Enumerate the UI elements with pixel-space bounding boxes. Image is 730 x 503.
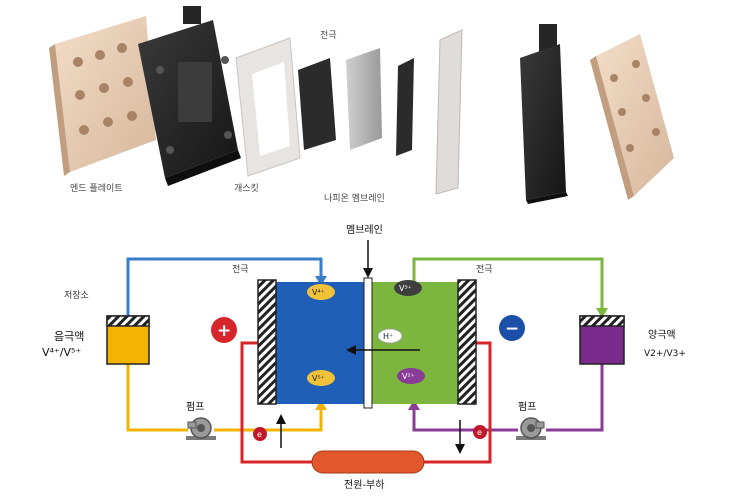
pipe-purple-2 (412, 404, 518, 432)
electron-right-icon (473, 425, 487, 439)
gasket (235, 37, 301, 177)
ion-v5-bubble (307, 370, 335, 386)
positive-sign-icon (211, 317, 237, 343)
positive-sign-label: + (217, 321, 231, 341)
pump-left-icon (186, 417, 216, 440)
label-anolyte-species: V⁴⁺/V⁵⁺ (42, 346, 81, 359)
arrow-green-down (596, 308, 608, 318)
label-power-load: 전원-부하 (344, 478, 384, 491)
membrane-line (363, 277, 373, 409)
arrow-purple-up (408, 400, 420, 410)
label-gasket: 개스킷 (234, 182, 259, 194)
label-electrode-right: 전극 (476, 264, 493, 275)
label-electrode-left: 전극 (232, 264, 249, 275)
label-end-plate: 엔드 플레이트 (70, 183, 123, 194)
negative-sign-label: − (505, 319, 519, 339)
reservoir-right (579, 315, 625, 365)
end-plate-left (49, 16, 156, 176)
felt-electrode-right (396, 58, 414, 156)
circuit-left (240, 341, 312, 464)
pipe-purple (546, 364, 604, 432)
ion-v4-bubble (307, 284, 335, 300)
electron-left-icon (253, 427, 267, 441)
pump-right-icon (516, 417, 546, 440)
negative-sign-icon (499, 315, 525, 341)
electrode-left-hatched (257, 279, 277, 405)
cell (257, 277, 477, 409)
label-reservoir: 저장소 (64, 290, 89, 301)
ion-h-label: H⁺ (383, 332, 393, 341)
label-anolyte: 음극액 (54, 330, 84, 343)
pipe-blue (126, 257, 323, 316)
ion-v3-bubble (394, 280, 422, 296)
electron-arrow-left-head (276, 414, 286, 424)
electrode-right-hatched (457, 279, 477, 405)
reservoir-left (106, 315, 150, 365)
gasket-right (435, 29, 463, 195)
felt-electrode-left (298, 58, 336, 150)
electron-arrow-right-head (455, 444, 465, 454)
nafion-membrane (346, 48, 382, 150)
ion-v2-bubble (397, 368, 425, 384)
negative-half-cell (372, 282, 458, 404)
exploded-stack (49, 6, 674, 204)
ion-v3-label: V³⁺ (399, 284, 412, 293)
flow-plate-left (138, 6, 241, 186)
membrane-pointer-head (363, 268, 373, 278)
arrow-yellow-up (315, 400, 327, 410)
ion-v5-label: V⁵⁺ (312, 374, 325, 383)
label-pump-left: 펌프 (186, 401, 204, 413)
ion-h-bubble (377, 328, 403, 344)
label-catholyte-species: V2+/V3+ (644, 349, 686, 359)
flow-plate-right (520, 24, 568, 204)
label-nafion-membrane: 나피온 멤브레인 (324, 193, 385, 204)
ion-v2-label: V²⁺ (402, 372, 415, 381)
label-catholyte: 양극액 (648, 329, 676, 341)
label-pump-right: 펌프 (518, 401, 536, 413)
proton-arrow-head (346, 345, 356, 355)
circuit-right (424, 341, 492, 464)
pipe-yellow (126, 364, 188, 432)
ion-v4-label: V⁴⁺ (312, 288, 325, 297)
label-membrane: 멤브레인 (346, 224, 383, 236)
arrow-blue-down (315, 276, 327, 286)
pipe-yellow-2 (214, 404, 323, 432)
electron-left-label: e (257, 430, 262, 439)
power-load-body (311, 450, 425, 474)
electron-right-label: e (477, 428, 482, 437)
end-plate-right (590, 34, 674, 200)
pipe-green (412, 257, 604, 316)
pipes (126, 257, 604, 464)
text-layer: 전극 엔드 플레이트 개스킷 나피온 멤브레인 멤브레인 전극 전극 저장소 음… (42, 30, 686, 491)
label-electrode-top: 전극 (320, 30, 337, 41)
